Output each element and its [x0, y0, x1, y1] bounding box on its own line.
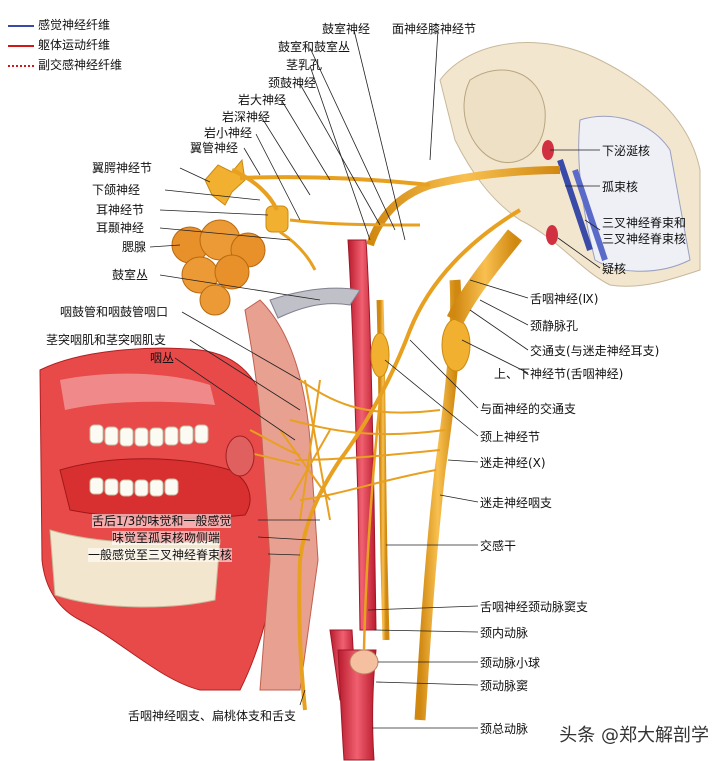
label-geniculate-ganglion: 面神经膝神经节 [392, 22, 477, 36]
watermark: 头条 @郑大解剖学 [559, 725, 709, 746]
label-carotid-sinus-branch: 舌咽神经颈动脉窦支 [480, 600, 589, 614]
superior-cervical-ganglion-shape [370, 332, 390, 378]
label-comm-facial: 与面神经的交通支 [480, 402, 577, 416]
label-communicating-vagus: 交通支(与迷走神经耳支) [530, 344, 660, 358]
label-solitary-nucleus: 孤束核 [602, 180, 639, 194]
label-pharyngotympanic: 咽鼓管和咽鼓管咽口 [60, 305, 169, 319]
label-carotid-sinus: 颈动脉窦 [480, 679, 529, 693]
pterygopalatine-ganglion-shape [204, 158, 246, 206]
label-nucleus-ambiguus: 疑核 [602, 262, 627, 276]
greater-petrosal-shape [239, 175, 431, 187]
label-pterygoid-canal: 翼管神经 [190, 141, 239, 155]
sympathetic-trunk-shape [376, 299, 390, 641]
label-lesser-petrosal: 岩小神经 [204, 126, 253, 140]
middle-ear [463, 69, 546, 164]
label-common-carotid: 颈总动脉 [480, 722, 529, 736]
upper-teeth [89, 424, 209, 447]
vagus-upper-trunk [446, 229, 523, 325]
label-stylopharyngeus: 茎突咽肌和茎突咽肌支 [46, 333, 167, 347]
label-sup-cervical-ganglion: 颈上神经节 [480, 430, 541, 444]
legend-label-parasympathetic: 副交感神经纤维 [38, 58, 123, 72]
legend-label-sensory: 感觉神经纤维 [38, 18, 111, 32]
spinal-trigeminal-tract [572, 169, 608, 261]
lesser-petrosal-shape [289, 218, 421, 227]
label-jugular-foramen: 颈静脉孔 [530, 319, 579, 333]
label-sympathetic-trunk: 交感干 [480, 539, 517, 553]
leader-lines [149, 29, 601, 729]
inferior-salivatory-nucleus [542, 140, 554, 160]
label-sup-inf-ganglia: 上、下神经节(舌咽神经) [494, 367, 624, 381]
label-vagus: 迷走神经(X) [480, 456, 546, 470]
vagus-inferior-ganglion-shape [441, 318, 471, 372]
label-glossopharyngeal: 舌咽神经(Ⅸ) [530, 292, 599, 306]
legend-item-motor: 躯体运动纤维 [8, 38, 110, 52]
legend-item-sensory: 感觉神经纤维 [8, 18, 110, 32]
label-tongue-3: 一般感觉至三叉神经脊束核 [88, 548, 233, 562]
carotid-body-shape [349, 649, 379, 675]
label-stylomastoid-foramen: 茎乳孔 [286, 58, 323, 72]
label-tympanic-plexus: 鼓室丛 [112, 268, 149, 282]
glossopharyngeal-trunk [297, 208, 522, 711]
facial-nerve-shape [366, 166, 561, 247]
auriculotemporal-shape [279, 230, 317, 271]
nucleus-ambiguus [546, 225, 558, 245]
legend-item-parasympathetic: 副交感神经纤维 [8, 58, 122, 72]
solitary-tract [557, 159, 593, 251]
label-carotico-tympanic: 颈鼓神经 [268, 76, 317, 90]
mandibular-branch [231, 168, 279, 211]
label-greater-petrosal: 岩大神经 [238, 93, 287, 107]
label-branches-bottom: 舌咽神经咽支、扁桃体支和舌支 [128, 709, 297, 723]
label-deep-petrosal: 岩深神经 [222, 110, 271, 124]
parotid-gland-shape [171, 219, 266, 316]
common-carotid-artery-shape [337, 649, 377, 761]
legend-label-motor: 躯体运动纤维 [38, 38, 111, 52]
carotid-sinus-branch-shape [362, 399, 382, 651]
label-carotid-body: 颈动脉小球 [480, 656, 541, 670]
label-parotid: 腮腺 [122, 240, 147, 254]
label-inf-salivatory: 下泌涎核 [602, 144, 651, 158]
label-pterygopalatine-ganglion: 翼腭神经节 [92, 161, 153, 175]
label-internal-carotid: 颈内动脉 [480, 626, 529, 640]
label-mandibular-nerve: 下颌神经 [92, 183, 141, 197]
lower-teeth [89, 477, 179, 497]
label-trigeminal-spinal-2: 三叉神经脊束核 [602, 232, 687, 246]
label-otic-ganglion: 耳神经节 [96, 203, 145, 217]
label-tympanic-plexus-cavity: 鼓室和鼓室丛 [278, 40, 351, 54]
label-tongue-2: 味觉至孤束核吻侧端 [112, 531, 221, 545]
label-vagus-pharyngeal: 迷走神经咽支 [480, 496, 553, 510]
tonsil [225, 435, 255, 477]
label-tympanic-nerve: 鼓室神经 [322, 22, 371, 36]
label-pharyngeal-plexus: 咽丛 [150, 351, 175, 365]
legend-swatch-parasympathetic [8, 64, 34, 67]
label-tongue-1: 舌后1/3的味觉和一般感觉 [92, 514, 232, 528]
label-trigeminal-spinal-1: 三叉神经脊束和 [602, 216, 687, 230]
label-auriculotemporal: 耳颞神经 [96, 221, 145, 235]
pharyngotympanic-tube [269, 287, 361, 319]
legend-swatch-sensory [8, 24, 34, 27]
pharyngeal-plexus-network [234, 379, 446, 521]
legend-swatch-motor [8, 44, 34, 47]
palate [60, 373, 215, 410]
